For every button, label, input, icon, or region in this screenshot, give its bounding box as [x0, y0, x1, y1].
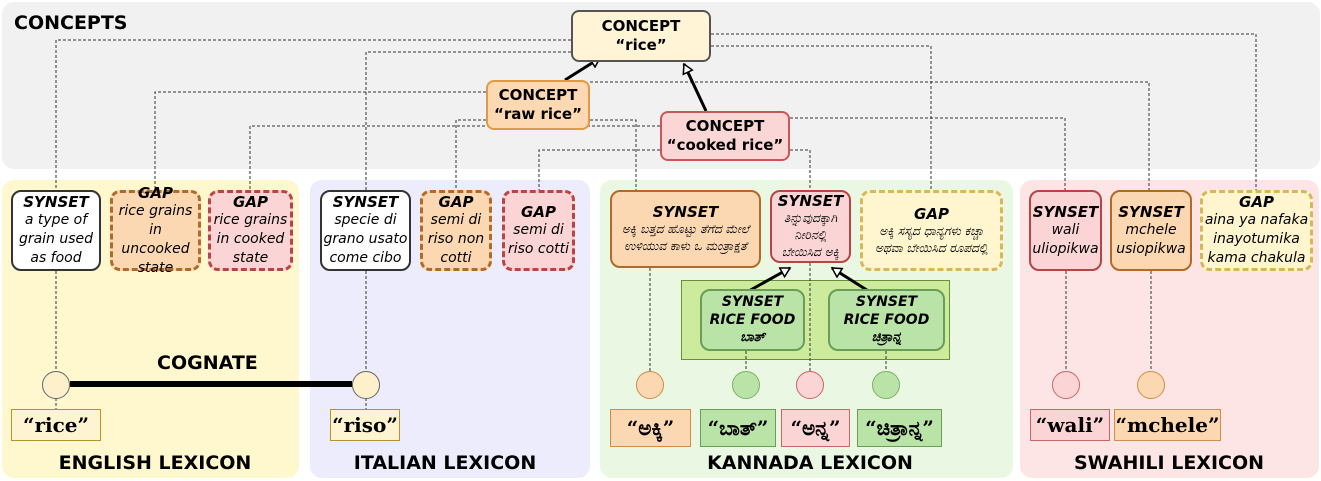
kannada-synset-chitranna[interactable]: SYNSET RICE FOOD ಚಿತ್ರಾನ್ನ [828, 289, 945, 351]
english-gap-uncooked[interactable]: GAP rice grains in uncooked state [110, 184, 201, 276]
swahili-synset-raw[interactable]: SYNSET mchele usiopikwa [1110, 190, 1192, 271]
english-synset-head: SYNSET [23, 193, 89, 211]
english-synset-body: a type of grain used as food [18, 212, 94, 266]
italian-gap1-head: GAP [438, 193, 474, 211]
kannada-synset-bath[interactable]: SYNSET RICE FOOD ಬಾತ್ [700, 289, 805, 351]
italian-synset-head: SYNSET [332, 193, 399, 211]
concept-rice[interactable]: CONCEPT “rice” [571, 10, 711, 62]
swahili-gap[interactable]: GAP aina ya nafaka inayotumika kama chak… [1200, 190, 1313, 271]
italian-word: “riso” [330, 409, 400, 441]
english-gap1-head: GAP [138, 183, 173, 202]
concept-raw-rice-body: “raw rice” [494, 105, 582, 123]
kannada-sub2-line3: ಚಿತ್ರಾನ್ನ [871, 330, 902, 345]
kannada-sub1-line2: RICE FOOD [709, 312, 796, 328]
kannada-gap-head: GAP [914, 204, 949, 223]
swahili-gap-head: GAP [1239, 193, 1274, 211]
kannada-sub1-head: SYNSET [721, 294, 784, 310]
kannada-sub2-line2: RICE FOOD [843, 312, 930, 328]
kannada-synset-cooked[interactable]: SYNSET ತಿನ್ನುವುದಕ್ಕಾಗಿ ನೀರಿನಲ್ಲಿ ಬೇಯಿಸಿದ… [770, 190, 851, 263]
concept-rice-head: CONCEPT [601, 17, 681, 35]
english-word: “rice” [11, 409, 101, 441]
kannada-node-bath[interactable] [732, 371, 760, 399]
english-lexicon-title: ENGLISH LEXICON [58, 452, 252, 474]
italian-gap-cooked[interactable]: GAP semi di riso cotti [502, 190, 575, 271]
swahili-lexicon-title: SWAHILI LEXICON [1073, 452, 1265, 474]
italian-synset[interactable]: SYNSET specie di grano usato come cibo [320, 190, 411, 271]
swahili-gap-body: aina ya nafaka inayotumika kama chakula [1204, 212, 1309, 266]
kannada-lexicon-title: KANNADA LEXICON [707, 452, 913, 474]
swahili-synset2-body: mchele usiopikwa [1116, 221, 1186, 257]
italian-gap-uncooked[interactable]: GAP semi di riso non cotti [420, 190, 492, 271]
english-synset[interactable]: SYNSET a type of grain used as food [11, 190, 101, 271]
kannada-word-bath: “ಬಾತ್” [700, 409, 776, 447]
kannada-word-akki: “ಅಕ್ಕಿ” [610, 409, 691, 447]
kannada-synset-raw[interactable]: SYNSET ಅಕ್ಕಿ ಬತ್ತದ ಹೊಟ್ಟು ತೆಗೆದ ಮೇಲೆ ಉಳಿ… [610, 190, 761, 268]
italian-synset-body: specie di grano usato come cibo [323, 212, 408, 266]
english-word-node[interactable] [42, 371, 70, 399]
concept-rice-body: “rice” [615, 36, 667, 54]
concept-raw-rice[interactable]: CONCEPT “raw rice” [486, 80, 590, 130]
kannada-synset1-body: ಅಕ್ಕಿ ಬತ್ತದ ಹೊಟ್ಟು ತೆಗೆದ ಮೇಲೆ ಉಳಿಯುವ ಕಾಳ… [621, 222, 750, 253]
concept-raw-rice-head: CONCEPT [498, 86, 578, 104]
kannada-sub1-line3: ಬಾತ್ [740, 330, 765, 345]
kannada-node-anna[interactable] [796, 371, 824, 399]
concepts-title: CONCEPTS [14, 12, 128, 34]
swahili-synset2-head: SYNSET [1118, 202, 1184, 221]
kannada-synset1-head: SYNSET [652, 203, 719, 221]
kannada-synset2-head: SYNSET [777, 192, 844, 210]
kannada-node-chitranna[interactable] [872, 371, 900, 399]
kannada-node-akki[interactable] [636, 371, 664, 399]
kannada-gap[interactable]: GAP ಅಕ್ಕಿ ಸಸ್ಯದ ಧಾನ್ಯಗಳು ಕಚ್ಚಾ ಅಥವಾ ಬೇಯಿ… [860, 190, 1003, 271]
swahili-synset1-body: wali uliopikwa [1032, 221, 1099, 257]
swahili-node-mchele[interactable] [1137, 371, 1165, 399]
kannada-word-anna: “ಅನ್ನ” [781, 409, 850, 447]
concept-cooked-rice-body: “cooked rice” [666, 136, 784, 154]
english-gap-cooked[interactable]: GAP rice grains in cooked state [208, 190, 293, 271]
swahili-word-wali: “wali” [1030, 409, 1110, 441]
english-gap2-head: GAP [233, 193, 268, 211]
swahili-synset-cooked[interactable]: SYNSET wali uliopikwa [1029, 190, 1102, 271]
concept-cooked-rice[interactable]: CONCEPT “cooked rice” [660, 111, 790, 161]
concept-cooked-rice-head: CONCEPT [685, 117, 765, 135]
kannada-sub2-head: SYNSET [855, 294, 918, 310]
italian-word-node[interactable] [352, 371, 380, 399]
kannada-word-chitranna: “ಚಿತ್ರಾನ್ನ” [857, 409, 942, 447]
english-gap2-body: rice grains in cooked state [213, 212, 288, 266]
italian-gap2-head: GAP [521, 202, 556, 221]
kannada-gap-body: ಅಕ್ಕಿ ಸಸ್ಯದ ಧಾನ್ಯಗಳು ಕಚ್ಚಾ ಅಥವಾ ಬೇಯಿಸಿದ … [875, 223, 988, 255]
swahili-node-wali[interactable] [1052, 371, 1080, 399]
italian-gap2-body: semi di riso cotti [507, 221, 570, 257]
swahili-synset1-head: SYNSET [1032, 202, 1099, 221]
italian-gap1-body: semi di riso non cotti [427, 212, 485, 266]
english-gap1-body: rice grains in uncooked state [118, 202, 193, 276]
cognate-label: COGNATE [157, 352, 258, 374]
kannada-synset2-body: ತಿನ್ನುವುದಕ್ಕಾಗಿ ನೀರಿನಲ್ಲಿ ಬೇಯಿಸಿದ ಅಕ್ಕಿ [781, 211, 840, 259]
italian-lexicon-title: ITALIAN LEXICON [353, 452, 537, 474]
swahili-word-mchele: “mchele” [1114, 409, 1221, 441]
